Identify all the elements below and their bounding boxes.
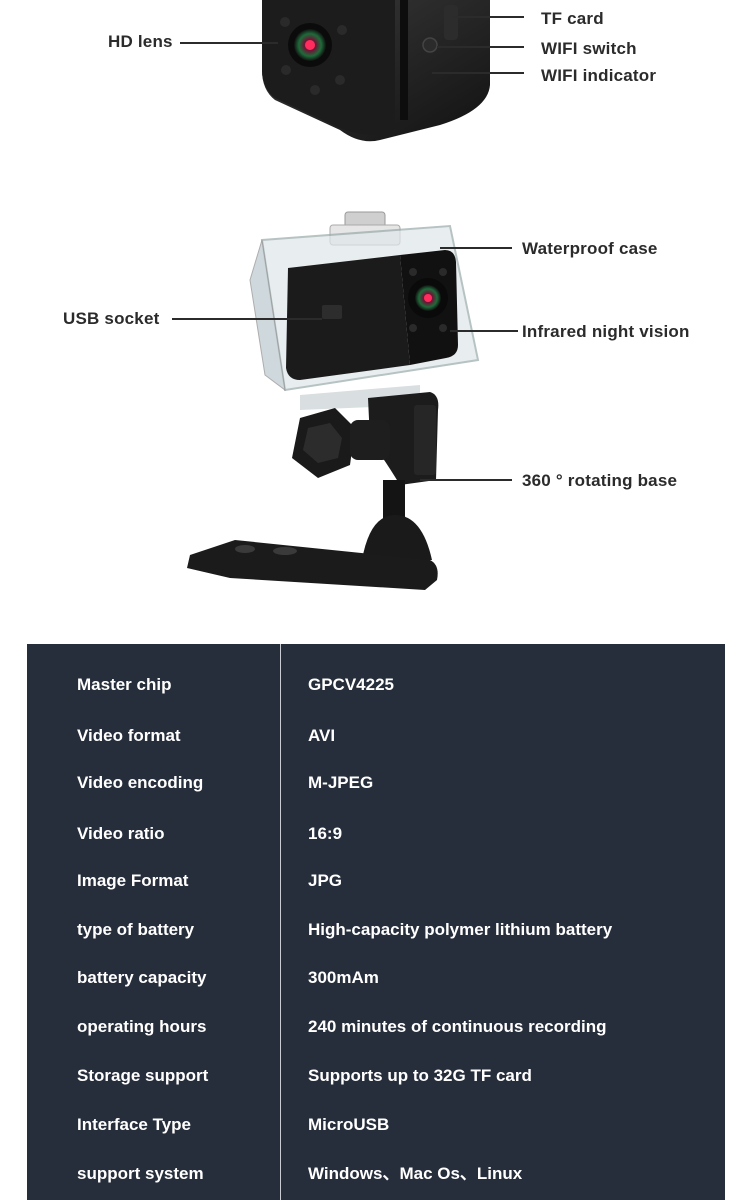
waterproof-case-label: Waterproof case	[522, 239, 658, 258]
spec-value: AVI	[308, 726, 336, 745]
spec-row-battery-type: type of battery High-capacity polymer li…	[27, 915, 725, 945]
infrared-line	[450, 330, 518, 332]
product-illustration	[187, 0, 490, 590]
rotating-base	[187, 392, 439, 590]
spec-row-image-format: Image Format JPG	[27, 866, 725, 896]
spec-row-video-ratio: Video ratio 16:9	[27, 819, 725, 849]
spec-value: High-capacity polymer lithium battery	[308, 920, 613, 939]
wifi-switch-line	[437, 46, 524, 48]
spec-label: type of battery	[77, 920, 195, 939]
spec-row-support-system: support system Windows、Mac Os、Linux	[27, 1159, 725, 1189]
spec-row-storage-support: Storage support Supports up to 32G TF ca…	[27, 1061, 725, 1091]
wifi-switch-label: WIFI switch	[541, 39, 637, 58]
rotating-base-label: 360 ° rotating base	[522, 471, 678, 490]
spec-label: Image Format	[77, 871, 189, 890]
spec-value: 16:9	[308, 824, 343, 843]
spec-row-battery-capacity: battery capacity 300mAm	[27, 963, 725, 993]
spec-row-master-chip: Master chip GPCV4225	[27, 670, 725, 700]
spec-table: Master chip GPCV4225 Video format AVI Vi…	[27, 644, 725, 1200]
spec-value: 240 minutes of continuous recording	[308, 1017, 607, 1036]
spec-row-operating-hours: operating hours 240 minutes of continuou…	[27, 1012, 725, 1042]
spec-value: GPCV4225	[308, 675, 394, 694]
hd-lens-line	[180, 42, 278, 44]
usb-socket-label: USB socket	[63, 309, 160, 328]
waterproof-case-line	[440, 247, 512, 249]
spec-value: Supports up to 32G TF card	[308, 1066, 532, 1085]
spec-label: Video encoding	[77, 773, 204, 792]
tf-card-label: TF card	[541, 9, 604, 28]
hd-lens-label: HD lens	[108, 32, 173, 51]
spec-label: battery capacity	[77, 968, 207, 987]
spec-row-interface-type: Interface Type MicroUSB	[27, 1110, 725, 1140]
waterproof-camera	[249, 211, 480, 410]
spec-label: Interface Type	[77, 1115, 192, 1134]
top-camera	[262, 0, 490, 142]
wifi-indicator-label: WIFI indicator	[541, 66, 657, 85]
infrared-night-vision-label: Infrared night vision	[522, 322, 690, 341]
spec-label: Master chip	[77, 675, 172, 694]
spec-value: Windows、Mac Os、Linux	[308, 1164, 523, 1183]
wifi-indicator-line	[432, 72, 524, 74]
spec-value: 300mAm	[308, 968, 379, 987]
spec-label: Storage support	[77, 1066, 209, 1085]
spec-label: Video ratio	[77, 824, 165, 843]
spec-value: JPG	[308, 871, 343, 890]
spec-value: MicroUSB	[308, 1115, 390, 1134]
spec-row-video-format: Video format AVI	[27, 721, 725, 751]
spec-label: Video format	[77, 726, 181, 745]
spec-label: operating hours	[77, 1017, 207, 1036]
spec-row-video-encoding: Video encoding M-JPEG	[27, 768, 725, 798]
tf-card-line	[452, 16, 524, 18]
spec-divider	[280, 644, 281, 1200]
rotating-base-line	[420, 479, 512, 481]
spec-value: M-JPEG	[308, 773, 374, 792]
spec-label: support system	[77, 1164, 204, 1183]
usb-socket-line	[172, 318, 322, 320]
